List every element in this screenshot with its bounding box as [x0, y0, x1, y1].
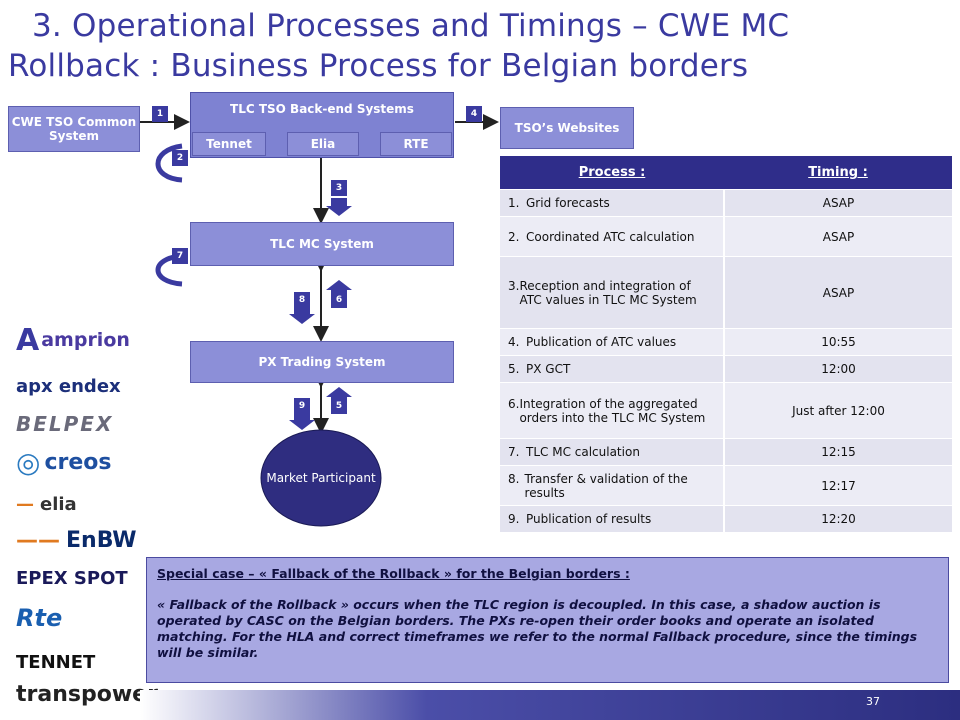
process-number: 4. — [508, 335, 520, 349]
process-text: Reception and integration of ATC values … — [519, 278, 697, 307]
process-number: 8. — [508, 471, 520, 486]
tag-8: 8 — [294, 292, 310, 308]
logo-belpex: BELPEX — [16, 412, 114, 436]
block-arrow-3 — [326, 198, 352, 216]
process-cell: 4. Publication of ATC values — [500, 328, 724, 356]
logo-apxendex: apx endex — [16, 375, 121, 397]
process-number: 9. — [508, 512, 520, 526]
process-cell: 6.Integration of the aggregated orders i… — [500, 382, 724, 439]
table-row: 2. Coordinated ATC calculation ASAP — [500, 216, 952, 257]
tag-7: 7 — [172, 248, 188, 264]
process-number: 2. — [508, 229, 520, 244]
table-row: 5. PX GCT 12:00 — [500, 355, 952, 383]
logo-transpower: transpower — [16, 681, 158, 707]
page-title: 3. Operational Processes and Timings – C… — [8, 6, 908, 86]
process-text: Coordinated ATC calculation — [526, 229, 695, 244]
timing-cell: 12:00 — [723, 355, 952, 383]
market-participant-shape — [260, 429, 382, 527]
special-case-body: « Fallback of the Rollback » occurs when… — [157, 597, 918, 660]
process-text: Publication of results — [526, 512, 652, 526]
tag-4: 4 — [466, 106, 482, 122]
timing-cell: 12:17 — [723, 465, 952, 506]
market-participant-label: Market Participant — [266, 471, 376, 485]
process-cell: 2. Coordinated ATC calculation — [500, 216, 724, 257]
px-trading-system-box: PX Trading System — [190, 341, 454, 383]
logo-rte: Rte — [16, 604, 63, 632]
tag-9: 9 — [294, 398, 310, 414]
cwe-tso-box: CWE TSO Common System — [8, 106, 140, 152]
page-number: 37 — [866, 695, 880, 708]
block-arrow-8 — [289, 306, 315, 324]
table-row: 1. Grid forecasts ASAP — [500, 189, 952, 217]
elia-box: Elia — [287, 132, 359, 156]
tag-5: 5 — [331, 398, 347, 414]
tag-3: 3 — [331, 180, 347, 196]
logo-epexspot: EPEX SPOT — [16, 567, 128, 589]
process-text: Grid forecasts — [526, 196, 610, 210]
process-text: TLC MC calculation — [526, 445, 640, 459]
tag-1: 1 — [152, 106, 168, 122]
header-timing: Timing : — [724, 156, 952, 190]
tlc-backend-label: TLC TSO Back-end Systems — [230, 102, 414, 116]
logo-enbw: ——EnBW — [16, 527, 137, 553]
process-number: 5. — [508, 362, 520, 376]
process-cell: 9. Publication of results — [500, 505, 724, 532]
title-line-2: Rollback : Business Process for Belgian … — [8, 48, 749, 84]
timing-cell: ASAP — [723, 256, 952, 329]
process-number: 3. — [508, 278, 520, 293]
logo-tennet: TENNET — [16, 651, 96, 673]
process-cell: 1. Grid forecasts — [500, 189, 724, 217]
tennet-box: Tennet — [192, 132, 266, 156]
tag-6: 6 — [331, 292, 347, 308]
logo-creos: ◎creos — [16, 445, 112, 479]
process-text: Publication of ATC values — [526, 335, 677, 349]
timing-cell: ASAP — [723, 189, 952, 217]
special-case-heading: Special case – « Fallback of the Rollbac… — [157, 566, 630, 581]
timing-cell: 12:15 — [723, 438, 952, 466]
title-line-1: 3. Operational Processes and Timings – C… — [32, 8, 790, 44]
process-number: 1. — [508, 196, 520, 210]
curved-arrow-2 — [155, 143, 183, 183]
block-arrow-9 — [289, 412, 315, 430]
tso-websites-box: TSO’s Websites — [500, 107, 634, 149]
process-cell: 5. PX GCT — [500, 355, 724, 383]
special-case-box: Special case – « Fallback of the Rollbac… — [146, 557, 949, 683]
process-number: 7. — [508, 445, 520, 459]
rte-box: RTE — [380, 132, 452, 156]
table-row: 8. Transfer & validation of the results 12… — [500, 465, 952, 506]
tlc-mc-system-box: TLC MC System — [190, 222, 454, 266]
table-row: 6.Integration of the aggregated orders i… — [500, 382, 952, 439]
timing-cell: Just after 12:00 — [723, 382, 952, 439]
process-cell: 7. TLC MC calculation — [500, 438, 724, 466]
timing-cell: 12:20 — [723, 505, 952, 532]
footer-bar — [140, 690, 960, 720]
process-text: Integration of the aggregated orders int… — [519, 396, 706, 425]
process-number: 6. — [508, 396, 520, 411]
process-cell: 8. Transfer & validation of the results — [500, 465, 724, 506]
header-process: Process : — [500, 156, 724, 190]
logo-elia: —elia — [16, 493, 77, 515]
table-row: 7. TLC MC calculation 12:15 — [500, 438, 952, 466]
process-text: Transfer & validation of the results — [524, 471, 688, 500]
tag-2: 2 — [172, 150, 188, 166]
timing-cell: 10:55 — [723, 328, 952, 356]
table-row: 9. Publication of results 12:20 — [500, 505, 952, 532]
table-row: 4. Publication of ATC values 10:55 — [500, 328, 952, 356]
table-row: 3.Reception and integration of ATC value… — [500, 256, 952, 329]
process-cell: 3.Reception and integration of ATC value… — [500, 256, 724, 329]
timing-cell: ASAP — [723, 216, 952, 257]
process-text: PX GCT — [526, 362, 571, 376]
